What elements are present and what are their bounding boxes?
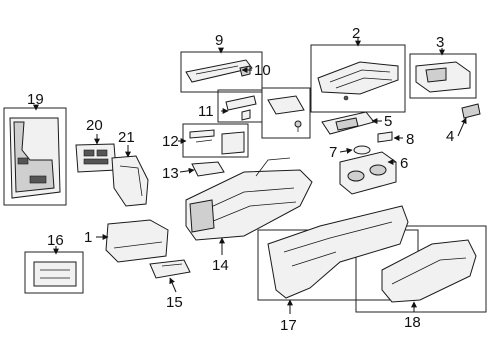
callout-15: 15 [166,294,183,311]
part-10-bracket [267,95,305,132]
part-12-trim-strips [189,129,245,155]
part-13-pad [191,161,225,177]
part-9-upper-tray [185,59,253,83]
callout-6: 6 [400,155,408,172]
callout-11: 11 [198,103,214,120]
part-11-clip [225,95,257,121]
part-8-cap [377,131,393,143]
part-21-bracket [111,155,149,207]
callout-7: 7 [329,144,337,161]
callout-12: 12 [162,133,179,150]
part-3-housing [415,61,471,93]
part-14-console-body [185,157,313,241]
callout-2: 2 [352,25,360,42]
callout-17: 17 [280,317,297,334]
callout-labels: 1 2 3 4 5 6 7 8 9 10 11 12 13 14 15 16 1… [27,25,454,334]
callout-19: 19 [27,91,44,108]
callout-3: 3 [436,34,444,51]
callout-16: 16 [47,232,64,249]
callout-21: 21 [118,129,135,146]
group-box-19 [3,107,67,206]
callout-9: 9 [215,32,223,49]
group-box-18 [355,225,487,313]
callout-10: 10 [254,62,271,79]
callout-8: 8 [406,131,414,148]
group-box-3 [409,53,477,99]
callout-13: 13 [162,165,179,182]
group-box-2 [310,44,406,113]
callout-20: 20 [86,117,103,134]
part-1-armrest [105,219,169,263]
part-2-frame [317,61,399,101]
part-15-pad [149,259,191,279]
callout-18: 18 [404,314,421,331]
part-6-cupholder [339,151,397,195]
part-18-cover [381,239,477,303]
callout-1: 1 [84,229,92,246]
group-box-10-bracket [261,87,311,139]
part-17-side-panel [267,205,409,299]
callout-5: 5 [384,113,392,130]
part-7-ring [353,145,371,155]
part-19-trim-panel [9,117,61,199]
part-20-switch-panel [75,143,117,173]
callout-4: 4 [446,128,454,145]
callout-14: 14 [212,257,229,274]
part-5-tray [321,111,375,135]
group-box-16 [24,251,84,294]
part-4-clip [461,103,481,119]
leader-lines [33,38,467,314]
part-16-bracket [33,261,77,287]
group-box-12 [182,123,249,158]
